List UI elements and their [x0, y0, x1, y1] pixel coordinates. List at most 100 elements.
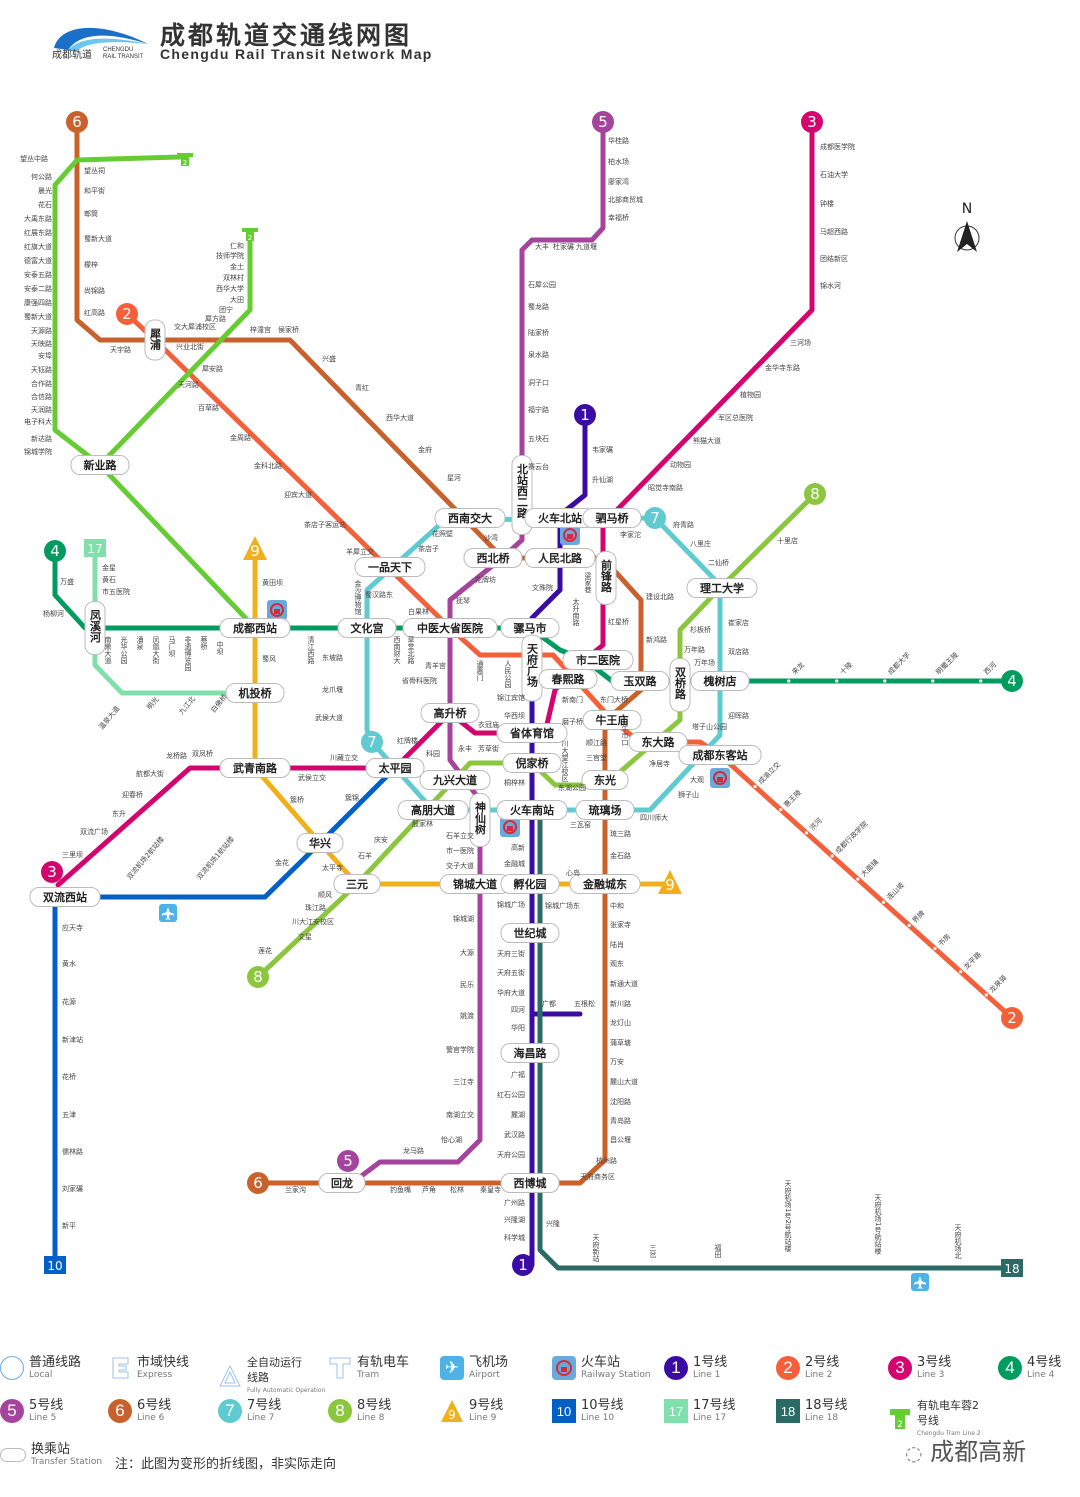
station-label[interactable]: 昭觉寺南路	[648, 483, 683, 492]
station-label[interactable]: 金石路	[610, 851, 631, 860]
station-label[interactable]: 中坝	[216, 640, 224, 656]
station-label[interactable]: 石羊立交	[446, 831, 474, 840]
line-l9-badge[interactable]: 9	[243, 536, 267, 560]
line-l4-badge[interactable]: 4	[44, 540, 66, 562]
station-label[interactable]: 沈阳路	[610, 1097, 631, 1106]
station-label[interactable]: 蜀汉路东	[365, 590, 393, 599]
station-label[interactable]: 殷家林	[412, 819, 433, 828]
line-l3-badge[interactable]: 3	[801, 111, 823, 133]
station-label[interactable]: 草堂北路	[407, 635, 415, 665]
line-l1-badge[interactable]: 1	[574, 404, 596, 426]
station-label[interactable]: 福田	[714, 1243, 722, 1259]
station-label[interactable]: 泉水路	[528, 350, 549, 359]
station-label[interactable]: 动物园	[670, 460, 691, 469]
station-label[interactable]: 三岔	[649, 1244, 657, 1259]
station-label[interactable]: 金星	[102, 563, 116, 572]
station-label[interactable]: 天府公园	[497, 1150, 525, 1159]
station-label[interactable]: 十陵	[838, 660, 854, 676]
station-label[interactable]: 万年路	[684, 645, 705, 654]
station-label[interactable]: 双流机场1航站楼	[195, 835, 236, 882]
transfer-station[interactable]: 天府广场	[521, 634, 543, 702]
station-label[interactable]: 合作路	[31, 379, 52, 388]
station-label[interactable]: 天映路	[31, 339, 52, 348]
station-label[interactable]: 净居寺	[649, 759, 670, 768]
station-label[interactable]: 市一医院	[446, 846, 474, 855]
station-label[interactable]: 桐梓林	[504, 778, 525, 787]
station-label[interactable]: 马厂坝	[168, 636, 176, 658]
station-label[interactable]: 赛云台	[528, 462, 549, 471]
station-label[interactable]: 光华公园	[120, 635, 128, 665]
station-label[interactable]: 兰家沟	[285, 1185, 306, 1194]
station-label[interactable]: 秦皇寺	[480, 1185, 501, 1194]
station-label[interactable]: 二仙桥	[708, 558, 729, 567]
station-label[interactable]: 双凤桥	[192, 749, 213, 758]
station-label[interactable]: 龙桥路	[166, 751, 187, 760]
station-label[interactable]: 凤凰大街	[152, 636, 160, 665]
station-label[interactable]: 昌公堰	[610, 1135, 631, 1144]
station-label[interactable]: 新鸿路	[646, 635, 667, 644]
transfer-station[interactable]: 凤溪河	[84, 601, 106, 655]
transfer-station[interactable]: 世纪城	[500, 923, 560, 943]
station-label[interactable]: 锦江宾馆	[497, 693, 525, 702]
transfer-station[interactable]: 九兴大道	[419, 770, 491, 790]
station-label[interactable]: 西华大道	[386, 413, 414, 422]
station-label[interactable]: 科园	[426, 749, 440, 758]
line-l4-badge[interactable]: 4	[1001, 670, 1023, 692]
transfer-station[interactable]: 人民北路	[524, 548, 596, 568]
network-map[interactable]: 成都西站文化宫中医大省医院骡马市一品天下西南交大北站西二路火车北站驷马桥西北桥人…	[0, 0, 1080, 1340]
station-label[interactable]: 红星桥	[608, 617, 629, 626]
station-label[interactable]: 花石	[38, 200, 52, 209]
station-label[interactable]: 西河	[983, 661, 999, 677]
station-label[interactable]: 琉三路	[610, 829, 631, 838]
station-label[interactable]: 德富大道	[24, 256, 52, 265]
station-label[interactable]: 四河	[511, 1006, 525, 1014]
transfer-station[interactable]: 一品天下	[354, 557, 426, 577]
station-label[interactable]: 万安	[610, 1057, 624, 1066]
line-l7-badge[interactable]: 7	[361, 731, 383, 753]
station-label[interactable]: 石羊	[358, 851, 372, 860]
station-label[interactable]: 莲花	[258, 946, 272, 955]
station-label[interactable]: 茶店子客运站	[304, 520, 346, 529]
station-label[interactable]: 廖家湾	[608, 177, 629, 186]
line-l6-badge[interactable]: 6	[247, 1172, 269, 1194]
station-label[interactable]: 连山坡	[885, 880, 906, 901]
station-label[interactable]: 芳草街	[478, 744, 499, 753]
transfer-station[interactable]: 春熙路	[538, 669, 598, 689]
transfer-station[interactable]: 槐树店	[690, 671, 750, 691]
station-label[interactable]: 金沙博物馆	[354, 579, 362, 616]
transfer-station[interactable]: 西南交大	[434, 508, 506, 528]
station-label[interactable]: 红高路	[84, 308, 105, 317]
station-label[interactable]: 石油大学	[820, 170, 848, 179]
station-label[interactable]: 大丰	[535, 242, 549, 251]
station-label[interactable]: 团结新区	[820, 254, 848, 263]
station-label[interactable]: 华西坝	[504, 711, 525, 720]
station-label[interactable]: 明蜀王陵	[934, 650, 960, 676]
station-label[interactable]: 迎晖路	[728, 711, 749, 720]
station-label[interactable]: 何公路	[31, 172, 52, 181]
station-label[interactable]: 天润路	[31, 405, 52, 414]
line-l7-badge[interactable]: 7	[644, 507, 666, 529]
transfer-station[interactable]: 新业路	[70, 455, 130, 475]
station-label[interactable]: 怡心湖	[441, 1135, 462, 1144]
station-label[interactable]: 花牌坊	[475, 575, 496, 584]
station-label[interactable]: 双流广场	[80, 827, 108, 836]
station-label[interactable]: 刘家碾	[62, 1184, 83, 1193]
station-label[interactable]: 金华寺东路	[765, 363, 800, 372]
line-l8-badge[interactable]: 8	[804, 483, 826, 505]
station-label[interactable]: 杨柳河	[43, 609, 64, 618]
station-label[interactable]: 杭州路	[596, 1156, 617, 1165]
station-label[interactable]: 兴业北街	[176, 342, 204, 351]
station-label[interactable]: 松林	[450, 1185, 464, 1194]
station-label[interactable]: 龙平路	[962, 950, 983, 971]
line-l5-badge[interactable]: 5	[337, 1150, 359, 1172]
station-label[interactable]: 东湖公园	[558, 783, 586, 792]
transfer-station[interactable]: 西北桥	[463, 548, 523, 568]
station-label[interactable]: 望丛中路	[20, 154, 48, 163]
station-label[interactable]: 大面铺	[859, 857, 880, 878]
station-label[interactable]: 杜家碾	[553, 242, 574, 251]
station-label[interactable]: 西南财大	[393, 636, 401, 665]
transfer-station[interactable]: 双流西站	[29, 887, 101, 907]
station-label[interactable]: 锦城学院	[24, 447, 52, 456]
station-label[interactable]: 龙泉驿	[987, 973, 1008, 994]
station-label[interactable]: 双流机场2航站楼	[125, 835, 166, 882]
